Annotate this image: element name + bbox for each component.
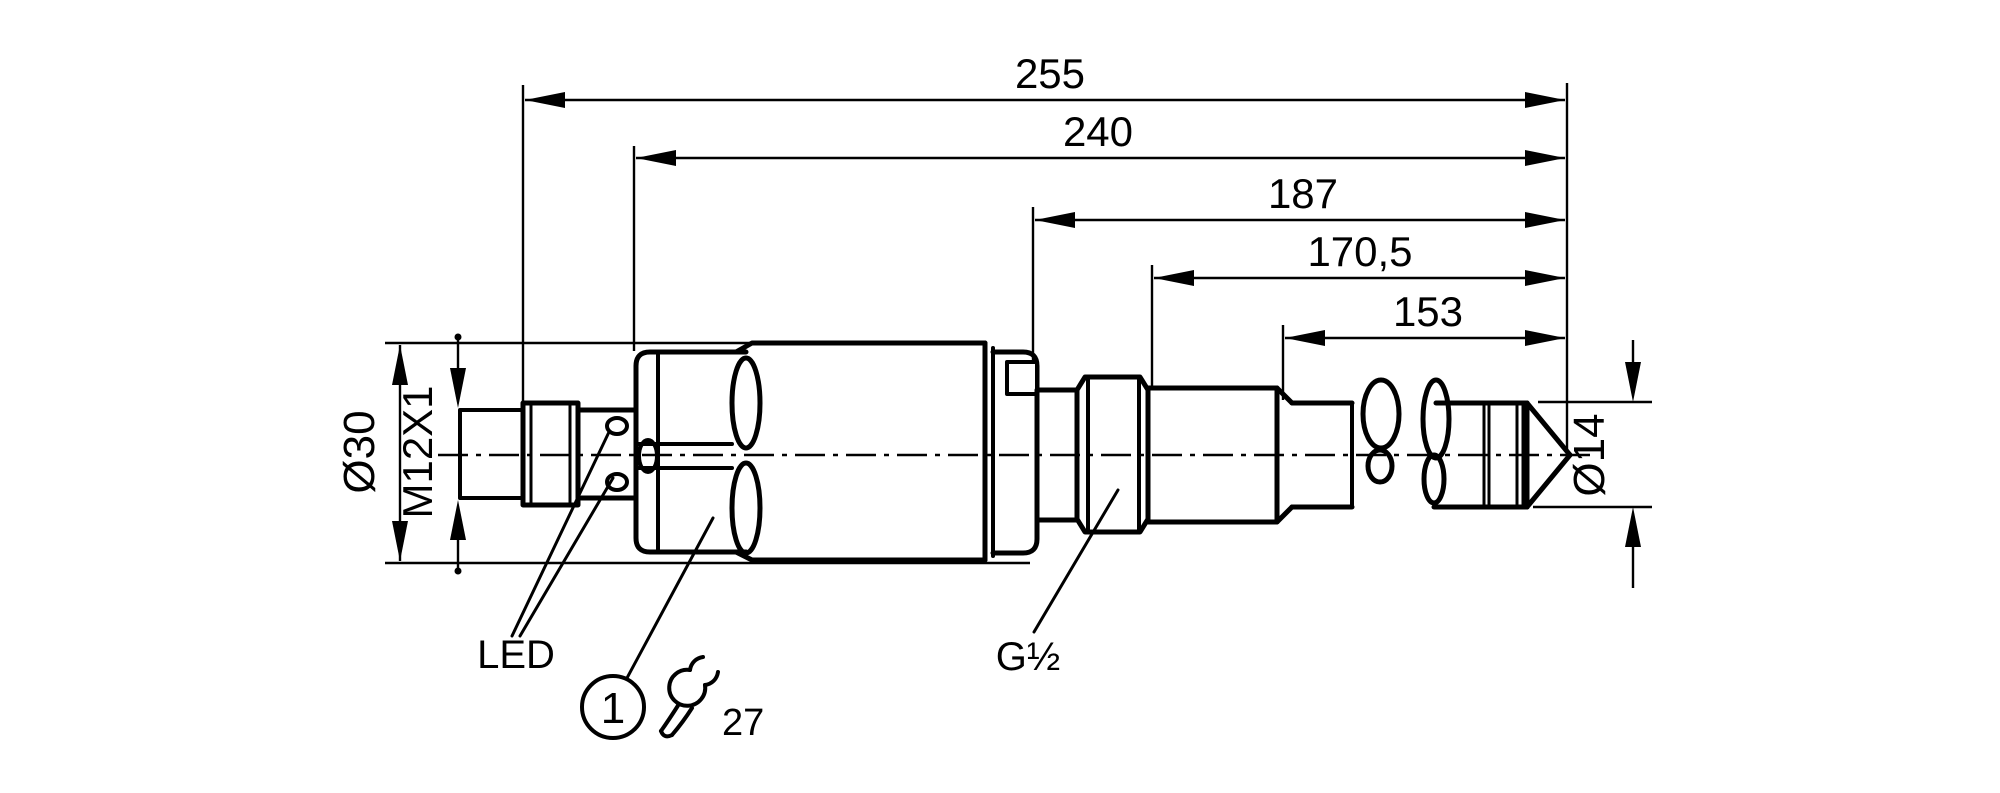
dim-153: 153	[1281, 288, 1565, 400]
end-cap-notch	[1005, 360, 1039, 396]
led-label: LED	[477, 633, 555, 677]
probe-tube-b	[1431, 400, 1530, 510]
dim-m12x1: M12X1	[394, 333, 466, 575]
hex-nut	[633, 349, 763, 556]
led-callout: LED	[477, 430, 615, 677]
dim-187: 187	[1031, 170, 1565, 362]
dim-255-label: 255	[1015, 50, 1085, 97]
led-indicator-top	[605, 416, 629, 436]
note-circle	[580, 674, 646, 740]
dim-255: 255	[521, 50, 1569, 452]
dim-240-label: 240	[1063, 108, 1133, 155]
shaft	[1145, 385, 1295, 525]
note-1-callout: 1	[580, 516, 715, 740]
thread-callout: G½	[996, 488, 1120, 679]
housing-end-cap	[990, 349, 1040, 556]
dim-dia30: Ø30	[335, 341, 1030, 565]
note-number: 1	[601, 684, 625, 733]
dim-187-label: 187	[1268, 170, 1338, 217]
led-indicators	[605, 416, 629, 492]
dim-m12x1-label: M12X1	[394, 385, 441, 518]
wrench-symbol	[659, 655, 720, 739]
dim-170-5-label: 170,5	[1307, 228, 1412, 275]
dim-153-label: 153	[1393, 288, 1463, 335]
dim-dia30-label: Ø30	[335, 410, 384, 493]
dim-dia14: Ø14	[1533, 340, 1652, 588]
sensor-outline	[458, 340, 1573, 563]
probe-tip	[1524, 400, 1573, 510]
dim-240: 240	[632, 108, 1565, 351]
dim-dia14-label: Ø14	[1565, 413, 1614, 496]
thread-label: G½	[996, 635, 1060, 679]
housing-cylinder	[733, 340, 995, 563]
dim-170-5: 170,5	[1150, 228, 1565, 386]
probe-tube-a	[1289, 400, 1355, 510]
wrench-size-label: 27	[722, 702, 764, 744]
break-symbol	[1360, 377, 1452, 506]
